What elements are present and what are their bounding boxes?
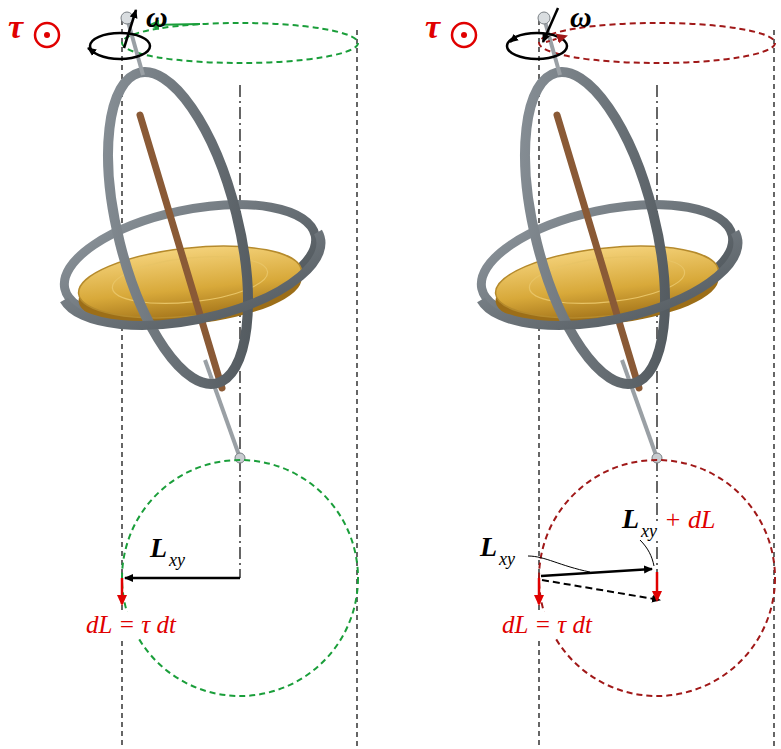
torque-symbol: τ (425, 10, 440, 44)
equation-label: dL = τ dt (84, 612, 178, 637)
vector-symbol: L (150, 534, 167, 562)
vector-symbol: L (478, 533, 499, 561)
subscript: xy (639, 522, 659, 540)
subscript: xy (497, 550, 517, 568)
subscript: xy (169, 551, 185, 569)
angular-velocity-symbol: ω (570, 2, 592, 32)
equation-label: dL = τ dt (500, 612, 594, 637)
angular-velocity-symbol: ω (146, 2, 168, 32)
vector-symbol: L (620, 505, 641, 533)
torque-symbol: τ (8, 10, 23, 44)
sum-label: + dL (662, 507, 718, 533)
